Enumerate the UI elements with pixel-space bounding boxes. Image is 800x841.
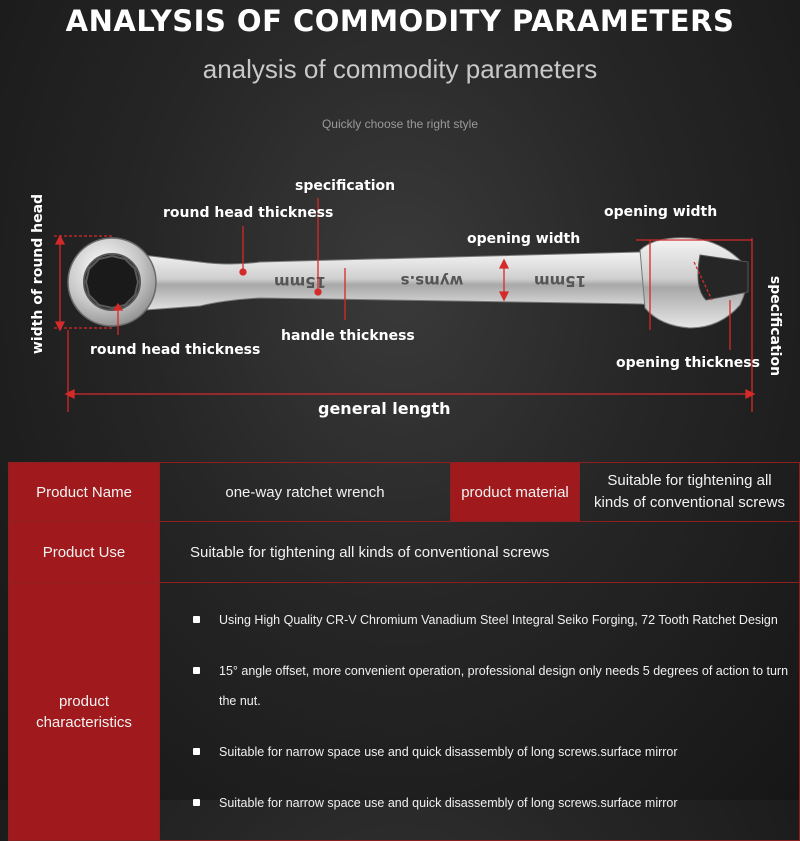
page-subtitle: analysis of commodity parameters bbox=[202, 54, 598, 84]
label-opening-width-right: opening width bbox=[604, 204, 718, 220]
product-name-label: Product Name bbox=[8, 462, 160, 522]
product-material-value: Suitable for tightening all kinds of con… bbox=[579, 462, 800, 522]
label-specification-top: specification bbox=[295, 178, 396, 194]
tagline: Quickly choose the right style bbox=[321, 117, 479, 131]
list-item: Using High Quality CR-V Chromium Vanadiu… bbox=[193, 605, 798, 635]
table-row: Product Use Suitable for tightening all … bbox=[8, 521, 800, 583]
product-use-label: Product Use bbox=[8, 521, 160, 583]
table-row: Product Name one-way ratchet wrench prod… bbox=[8, 462, 800, 522]
product-material-label: product material bbox=[450, 462, 580, 522]
label-handle-thickness: handle thickness bbox=[281, 328, 415, 344]
label-opening-thickness: opening thickness bbox=[616, 355, 760, 371]
wrench-handle bbox=[117, 251, 673, 313]
engraving-left-size: 15mm bbox=[274, 273, 326, 291]
product-name-value: one-way ratchet wrench bbox=[159, 462, 451, 522]
label-specification-right: specification bbox=[767, 275, 784, 377]
list-item: 15° angle offset, more convenient operat… bbox=[193, 656, 798, 716]
label-round-head-thickness-bottom: round head thickness bbox=[90, 342, 261, 358]
page-title: ANALYSIS OF COMMODITY PARAMETERS bbox=[65, 4, 735, 38]
product-characteristics-label: product characteristics bbox=[8, 582, 160, 841]
engraving-right-size: 15mm bbox=[534, 272, 586, 290]
label-round-head-thickness-top: round head thickness bbox=[163, 205, 334, 221]
wrench-diagram: 15mm wyms.s 15mm bbox=[54, 198, 756, 412]
label-width-of-round-head: width of round head bbox=[30, 193, 47, 355]
spec-table: Product Name one-way ratchet wrench prod… bbox=[8, 462, 800, 841]
engraving-brand: wyms.s bbox=[401, 272, 464, 290]
label-general-length: general length bbox=[318, 399, 451, 418]
label-opening-width-mid: opening width bbox=[467, 231, 581, 247]
table-row: product characteristics Using High Quali… bbox=[8, 582, 800, 841]
product-use-value: Suitable for tightening all kinds of con… bbox=[159, 521, 800, 583]
features-list: Using High Quality CR-V Chromium Vanadiu… bbox=[161, 605, 798, 818]
list-item: Suitable for narrow space use and quick … bbox=[193, 788, 798, 818]
product-characteristics-list-cell: Using High Quality CR-V Chromium Vanadiu… bbox=[159, 582, 800, 841]
list-item: Suitable for narrow space use and quick … bbox=[193, 737, 798, 767]
